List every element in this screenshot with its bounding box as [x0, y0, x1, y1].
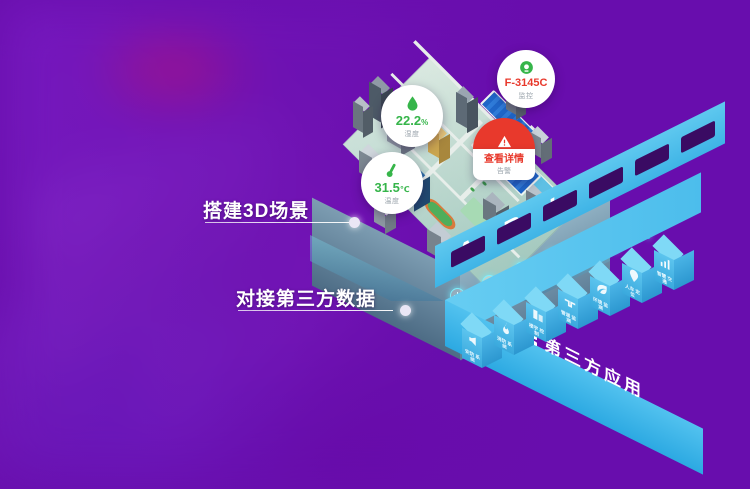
marker-humidity-value: 22.2% — [395, 113, 429, 128]
alarm-dome — [473, 118, 535, 152]
app-cube-energy[interactable]: 楼宇 控制 — [524, 286, 566, 348]
leader-line-3d-scene — [205, 222, 353, 223]
marker-camera-value: F-3145C — [504, 77, 548, 89]
alarm-caption: 告警 — [497, 167, 511, 175]
flame-icon — [503, 322, 509, 335]
marker-alarm[interactable]: 查看详情 告警 — [473, 118, 535, 180]
building-icon — [533, 309, 543, 323]
annotation-build-3d-scene: 搭建3D场景 — [203, 201, 310, 222]
marker-temperature[interactable]: 31.5℃ 温度 — [361, 152, 423, 214]
leader-dot-3d-scene — [349, 217, 360, 228]
app-cube-fire[interactable]: 消防 系统 — [492, 299, 534, 361]
leader-dot-third-party-data — [400, 305, 411, 316]
app-cube-environment[interactable]: 环境 监测 — [588, 260, 630, 322]
app-cube-security[interactable]: 安防 系统 — [460, 312, 502, 374]
app-cube-pipeline[interactable]: 管道 监测 — [556, 273, 598, 335]
alarm-body: 查看详情 告警 — [473, 149, 535, 180]
app-cube-traffic[interactable]: 智慧 交通 — [652, 234, 694, 296]
marker-humidity[interactable]: 22.2% 湿度 — [381, 85, 443, 147]
thermometer-icon — [386, 163, 396, 178]
water-drop-icon — [407, 96, 417, 111]
marker-humidity-caption: 湿度 — [404, 131, 420, 138]
pipe-icon — [564, 298, 576, 308]
signal-icon — [660, 259, 670, 270]
marker-temperature-value: 31.5℃ — [374, 180, 410, 195]
megaphone-icon — [469, 336, 476, 346]
annotation-connect-third-party-data: 对接第三方数据 — [236, 289, 377, 310]
leaf-icon — [597, 284, 607, 295]
warning-triangle-icon — [497, 135, 511, 148]
marker-camera-caption: 监控 — [518, 93, 534, 100]
leader-line-third-party-data — [238, 310, 393, 311]
pin-icon — [629, 269, 639, 282]
marker-temperature-caption: 温度 — [384, 198, 400, 205]
camera-dome-icon — [519, 61, 533, 74]
app-cube-locating[interactable]: 人车 定位 — [620, 247, 662, 309]
marker-camera[interactable]: F-3145C 监控 — [497, 50, 555, 108]
alarm-title: 查看详情 — [484, 153, 524, 165]
